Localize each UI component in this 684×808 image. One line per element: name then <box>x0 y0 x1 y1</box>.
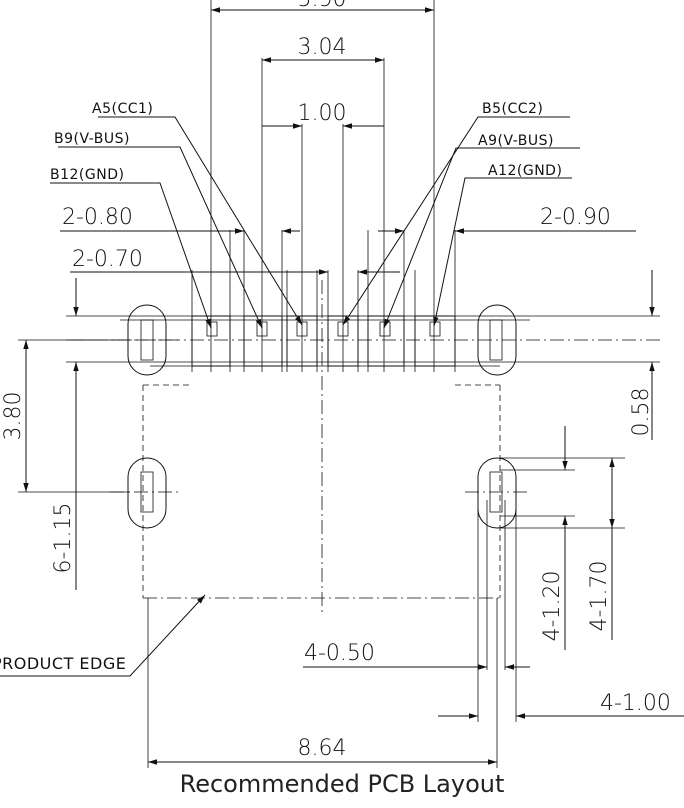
dim-slot-4-1-70: 4-1.70 <box>587 561 612 632</box>
dim-pad-width-mid: 2-0.70 <box>72 247 143 272</box>
body-outline <box>70 280 660 612</box>
dim-height-3-80: 3.80 <box>1 392 26 441</box>
dim-hole-4-0-50: 4-0.50 <box>304 641 375 666</box>
mounting-slots <box>110 304 530 529</box>
pin-label-b5: B5(CC2) <box>482 101 543 117</box>
pin-label-a12: A12(GND) <box>488 163 562 179</box>
dim-body-width: 8.64 <box>298 736 347 761</box>
signal-pads <box>191 315 456 367</box>
pin-leaders <box>0 116 580 677</box>
product-edge-label: PRODUCT EDGE <box>0 654 126 673</box>
dim-hole-4-1-00: 4-1.00 <box>600 691 671 716</box>
pin-label-a5: A5(CC1) <box>92 101 153 117</box>
dim-slot-6-1-15: 6-1.15 <box>51 503 76 574</box>
pin-label-b12: B12(GND) <box>50 167 124 183</box>
dim-slot-4-1-20: 4-1.20 <box>540 571 565 642</box>
dim-pitch-1-00: 1.00 <box>298 101 347 126</box>
pad-row-lines <box>66 315 660 367</box>
horizontal-dimensions <box>60 7 684 765</box>
extension-lines <box>147 0 517 768</box>
dim-pad-width-right: 2-0.90 <box>540 205 611 230</box>
pin-label-b9: B9(V-BUS) <box>54 131 130 147</box>
dim-pad-width-left: 2-0.80 <box>62 205 133 230</box>
pin-label-a9: A9(V-BUS) <box>478 133 554 149</box>
diagram-title: Recommended PCB Layout <box>179 770 505 798</box>
dim-pitch-3-04: 3.04 <box>298 35 347 60</box>
vertical-dimensions <box>18 270 655 650</box>
dim-top-width: 5.90 <box>298 0 347 12</box>
dim-height-0-58: 0.58 <box>629 388 654 437</box>
